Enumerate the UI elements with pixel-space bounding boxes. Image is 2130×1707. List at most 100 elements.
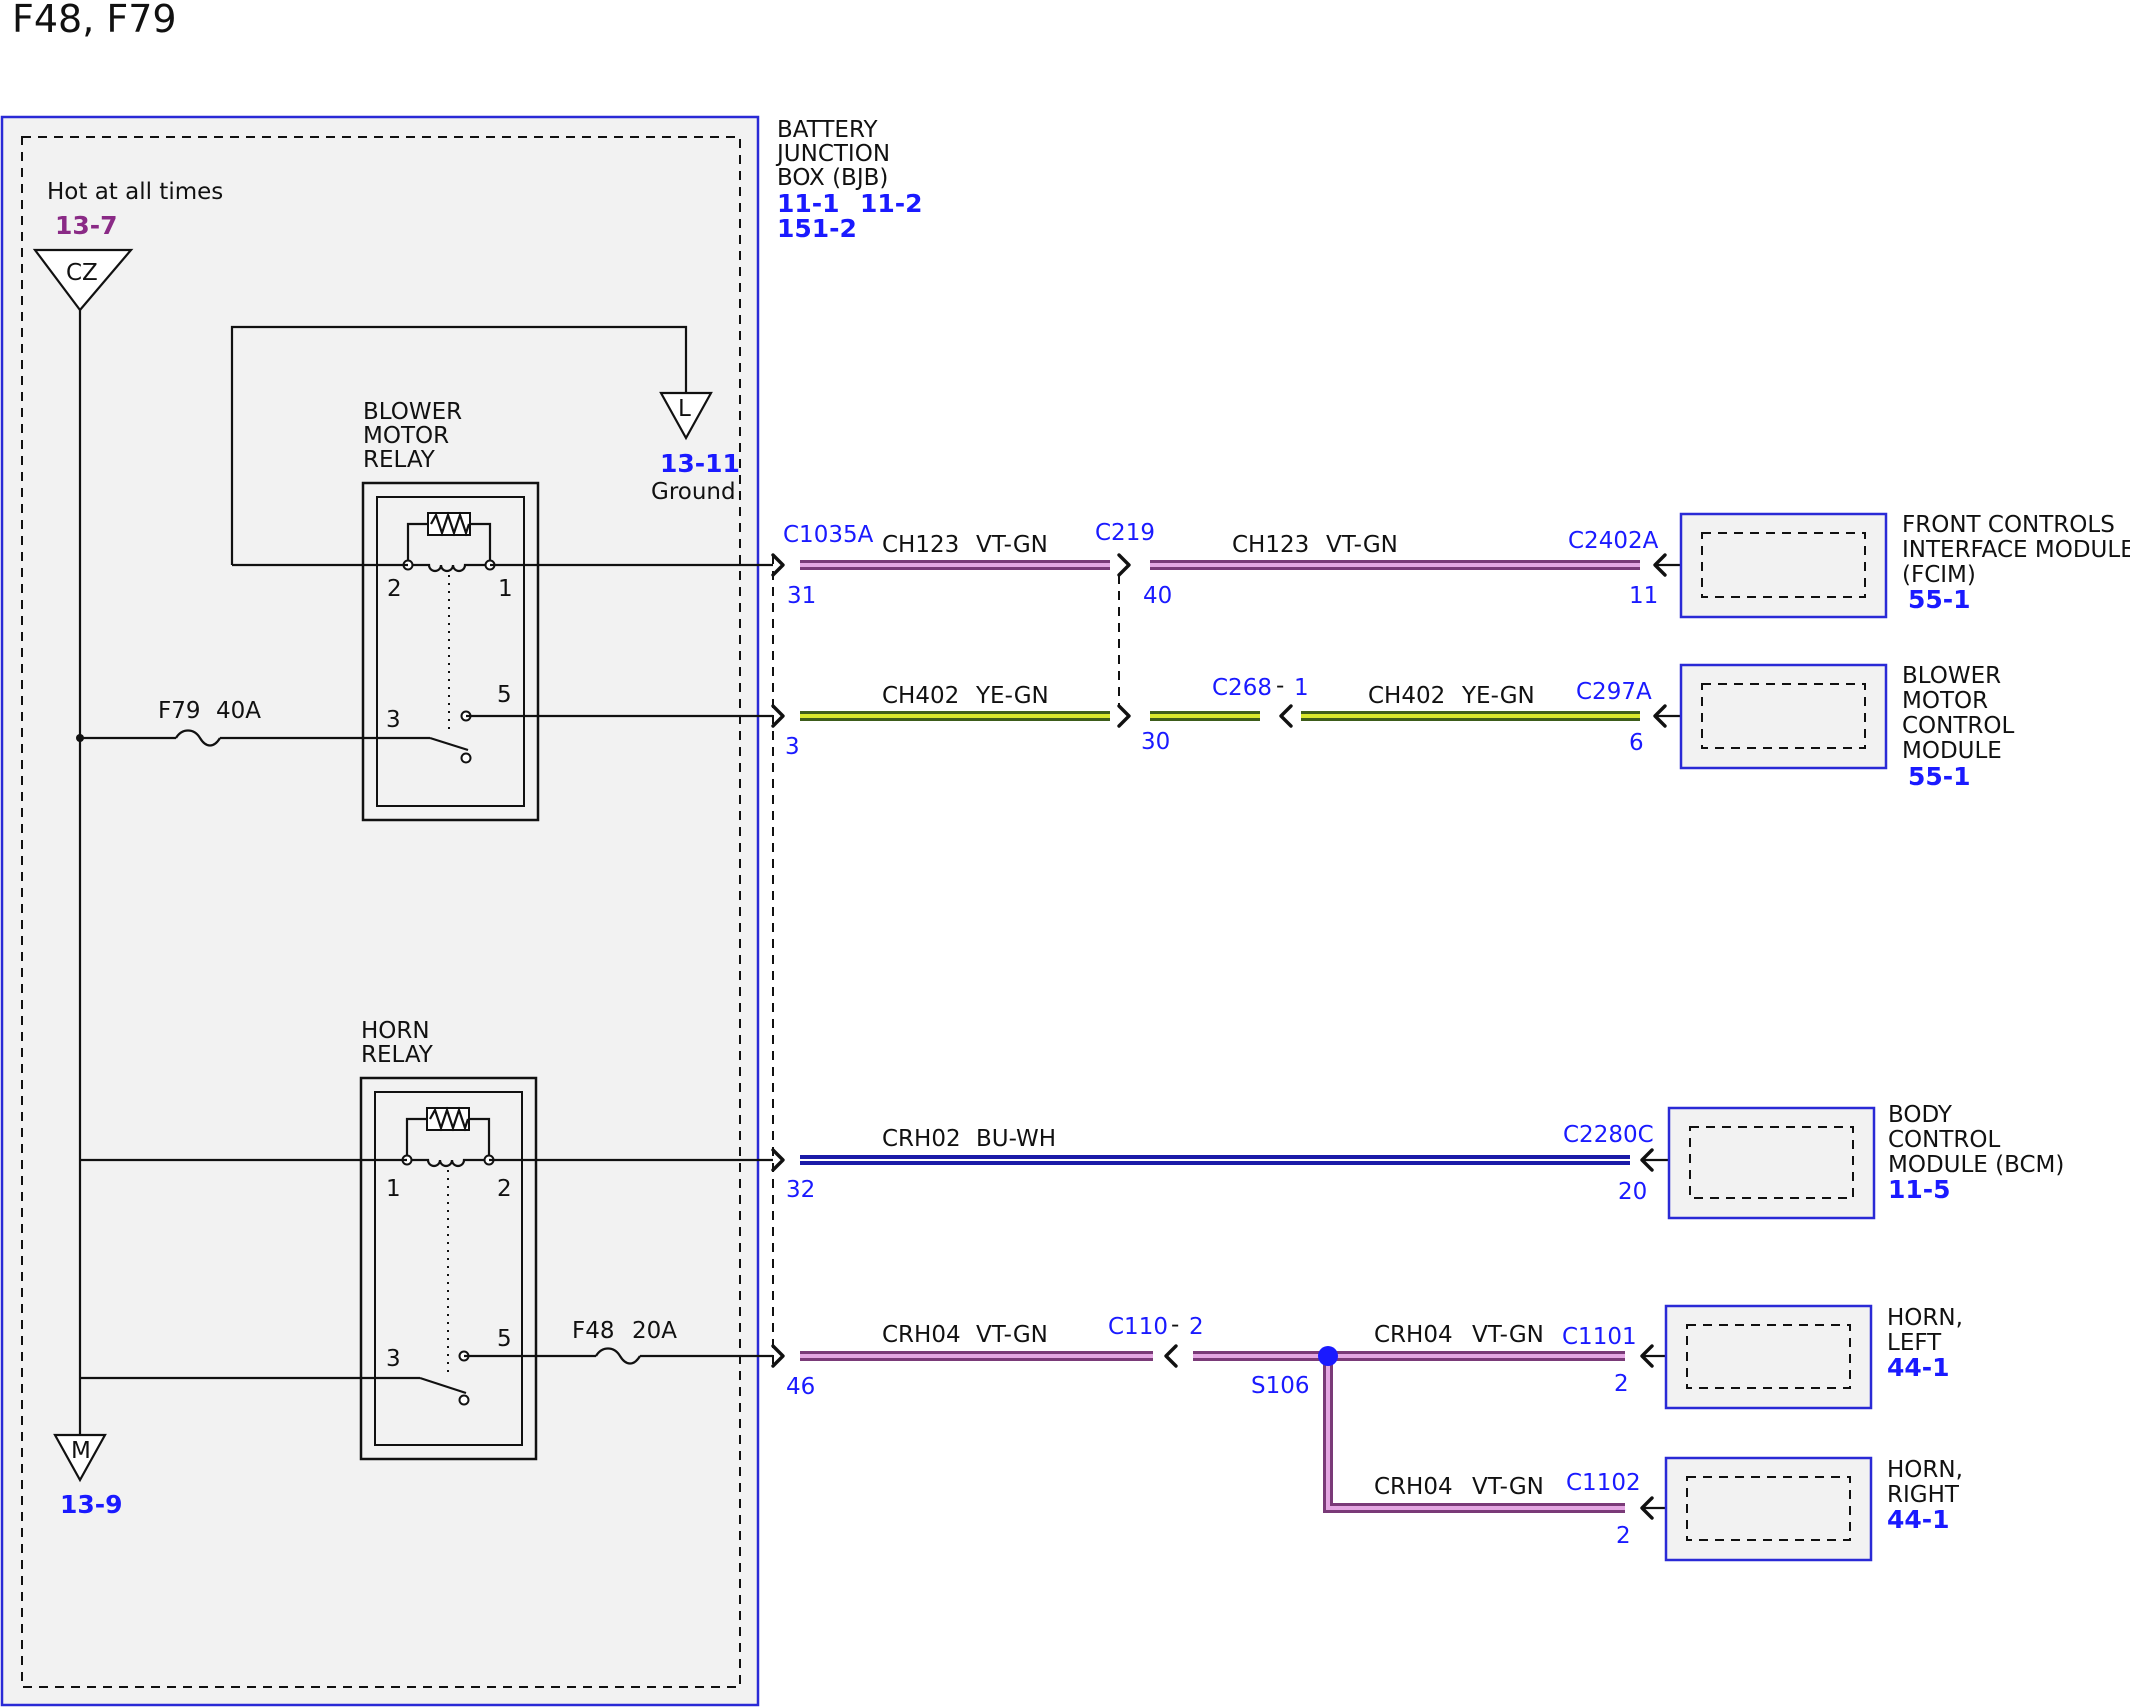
blower-control-module-box[interactable] [1679, 663, 1888, 770]
module-name-line: LEFT [1887, 1330, 1942, 1356]
connector-label[interactable]: C1102 [1566, 1470, 1641, 1496]
inline-connector-arrow-icon [1164, 1344, 1178, 1368]
horn-right-box[interactable] [1664, 1456, 1873, 1562]
ground-l-symbol [659, 391, 713, 441]
bjb-panel-border [0, 115, 760, 1707]
fcim-module-inner [1701, 532, 1866, 598]
connector-label[interactable]: C297A [1576, 679, 1652, 705]
pin-label: 2 [1614, 1371, 1629, 1397]
module-name-line: MODULE [1902, 738, 2002, 764]
blower-control-module-inner [1701, 683, 1866, 749]
bjb-name-line: BATTERY [777, 117, 878, 143]
ground-ref-link[interactable]: 13-9 [60, 1490, 123, 1519]
module-ref-link[interactable]: 11-5 [1888, 1175, 1951, 1204]
wire-color-label: YE-GN [975, 683, 1049, 709]
wire-color-label: VT-GN [1472, 1322, 1544, 1348]
blower-relay-inner [376, 496, 525, 807]
ground-loop-wire [230, 325, 688, 565]
horn-pin-label: 3 [386, 1346, 401, 1372]
module-ref-link[interactable]: 44-1 [1887, 1353, 1950, 1382]
wire-color-label: VT-GN [976, 1322, 1048, 1348]
module-ref-link[interactable]: 44-1 [1887, 1505, 1950, 1534]
connector-arrow-icon [771, 1148, 785, 1172]
pin-label: 6 [1629, 730, 1644, 756]
module-name-line: BLOWER [1902, 663, 2001, 689]
module-name-line: HORN, [1887, 1457, 1963, 1483]
bjb-name-line: JUNCTION [775, 141, 890, 167]
wire-color-label: YE-GN [1461, 683, 1535, 709]
blower-pin-label: 3 [386, 707, 401, 733]
horn-relay-name-line: HORN [361, 1018, 430, 1044]
fcim-module-box[interactable] [1679, 512, 1888, 619]
module-name-line: CONTROL [1888, 1127, 2001, 1153]
circuit-label: CRH04 [882, 1322, 961, 1348]
pin-label: 2 [1616, 1523, 1631, 1549]
connector-arrow-icon [1117, 704, 1131, 728]
circuit-label: CRH02 [882, 1126, 961, 1152]
bjb-ref-link[interactable]: 151-2 [777, 214, 857, 243]
splice-dot [1318, 1346, 1338, 1366]
bjb-name-line: BOX (BJB) [777, 165, 888, 191]
f79-fuse-rating: 40A [216, 698, 261, 724]
horn-pin-label: 2 [497, 1176, 512, 1202]
circuit-label: CH402 [1368, 683, 1445, 709]
ground-caption: Ground [651, 479, 736, 505]
ground-node-label: M [71, 1438, 91, 1464]
blower-relay-name-line: MOTOR [363, 423, 449, 449]
blower-pin-label: 2 [387, 576, 402, 602]
bjb-label: BATTERY JUNCTION BOX (BJB) 11-1 11-2 151… [775, 117, 923, 243]
horn-switch-terminal [458, 1394, 470, 1406]
ground-l-label: L [678, 396, 691, 422]
connector-arrow-icon [771, 1344, 785, 1368]
inline-connector-pin: 2 [1189, 1314, 1204, 1340]
horn-coil-winding [407, 1158, 489, 1168]
blower-pin-label: 1 [498, 576, 513, 602]
circuit-label: CH402 [882, 683, 959, 709]
pin-label: 32 [786, 1177, 815, 1203]
horn-left-box[interactable] [1664, 1304, 1873, 1410]
pin-label: 40 [1143, 583, 1172, 609]
inline-separator: - [1276, 673, 1284, 699]
connector-label[interactable]: C219 [1095, 520, 1155, 546]
horn-left-inner [1686, 1324, 1851, 1389]
blower-relay-name-line: RELAY [363, 447, 436, 473]
module-ref-link[interactable]: 55-1 [1908, 762, 1971, 791]
pin-label: 20 [1618, 1179, 1647, 1205]
f48-fuse-symbol [595, 1347, 641, 1365]
module-name-line: HORN, [1887, 1305, 1963, 1331]
f48-fuse-rating: 20A [632, 1318, 677, 1344]
blower-relay-name-line: BLOWER [363, 399, 462, 425]
horn-right-inner [1686, 1476, 1851, 1541]
bjb-ref-link[interactable]: 11-2 [860, 189, 923, 218]
blower-coil-winding [408, 563, 490, 573]
module-name-line: INTERFACE MODULE [1902, 537, 2130, 563]
splice-label[interactable]: S106 [1251, 1373, 1310, 1399]
connector-label[interactable]: C2280C [1563, 1122, 1654, 1148]
connector-label[interactable]: C2402A [1568, 528, 1659, 554]
module-ref-link[interactable]: 55-1 [1908, 585, 1971, 614]
wire-color-label: VT-GN [976, 532, 1048, 558]
pin-label: 46 [786, 1374, 815, 1400]
ground-l-ref-link[interactable]: 13-11 [660, 449, 740, 478]
inline-connector-label[interactable]: C268 [1212, 675, 1272, 701]
connector-label[interactable]: C1101 [1562, 1324, 1637, 1350]
f79-fuse-symbol [175, 729, 221, 747]
module-name-line: BODY [1888, 1102, 1953, 1128]
wire-color-label: VT-GN [1326, 532, 1398, 558]
module-name-line: FRONT CONTROLS [1902, 512, 2115, 538]
connector-label[interactable]: C1035A [783, 522, 874, 548]
horn-relay-inner [374, 1091, 523, 1446]
horn-relay-name-line: RELAY [361, 1042, 434, 1068]
inline-connector-label[interactable]: C110 [1108, 1314, 1168, 1340]
inline-connector-pin: 1 [1294, 675, 1309, 701]
connector-arrow-icon [771, 553, 785, 577]
blower-motor-relay: BLOWER MOTOR RELAY 2 1 3 5 [361, 399, 540, 822]
bcm-module-box[interactable] [1667, 1106, 1876, 1220]
power-caption: Hot at all times [47, 179, 223, 205]
power-ref-link[interactable]: 13-7 [55, 211, 118, 240]
bjb-ref-link[interactable]: 11-1 [777, 189, 840, 218]
horn-pin-label: 5 [497, 1326, 512, 1352]
circuit-label: CH123 [882, 532, 959, 558]
circuit-label: CRH04 [1374, 1322, 1453, 1348]
